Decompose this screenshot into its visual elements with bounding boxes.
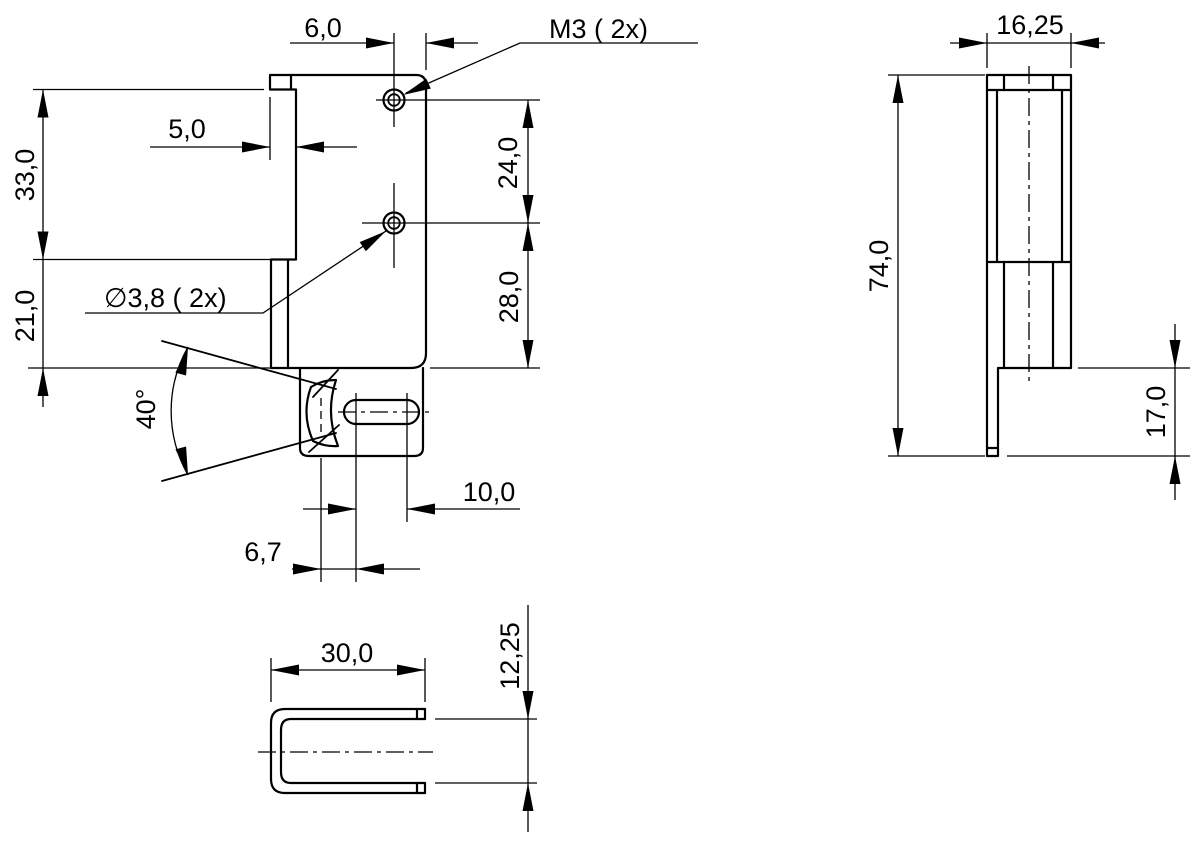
dim-label-6-0: 6,0 [304, 13, 342, 43]
dim-label-5-0: 5,0 [168, 114, 206, 144]
arrowhead [359, 226, 390, 252]
arrowhead [1071, 37, 1099, 49]
beam-lines [161, 340, 337, 482]
arrowhead [356, 563, 384, 575]
arrowhead [175, 345, 194, 376]
thread-callout-label: M3 ( 2x) [549, 14, 648, 44]
hole-dia-callout-leader [85, 230, 387, 314]
arrowhead [522, 340, 534, 368]
arrowhead [522, 195, 534, 223]
bottom-view: 30,0 12,25 [258, 605, 537, 832]
arrowhead [522, 691, 534, 719]
arrowhead [426, 37, 454, 49]
dim-label-28-0: 28,0 [494, 271, 524, 324]
arrowhead [1169, 340, 1181, 368]
arrowhead [175, 446, 194, 477]
arrowhead [892, 428, 904, 456]
dim-label-21-0: 21,0 [10, 290, 40, 343]
arrowhead [522, 100, 534, 128]
bottom-outer-profile [269, 707, 427, 795]
front-body-outline [268, 73, 428, 370]
dim-label-12-25: 12,25 [495, 622, 525, 690]
arrowhead [242, 141, 270, 153]
arrowhead [522, 783, 534, 811]
front-view: 6,0 M3 ( 2x) 5,0 33,0 21,0 24,0 28,0 ∅3,… [10, 13, 698, 582]
arrowhead [397, 664, 425, 676]
arrowhead [271, 664, 299, 676]
bottom-arm-end-caps [415, 707, 427, 795]
bottom-extension-lines [270, 605, 537, 832]
dim-label-17-0: 17,0 [1141, 386, 1171, 439]
sensing-foot [298, 366, 425, 458]
arrowhead [37, 231, 49, 260]
dim-label-24-0: 24,0 [493, 137, 523, 190]
dim-label-33-0: 33,0 [10, 149, 40, 202]
arrowhead [296, 141, 324, 153]
bottom-inner-profile [279, 717, 427, 785]
arrowhead [959, 37, 987, 49]
arrowhead [407, 503, 435, 515]
dim-label-30-0: 30,0 [321, 638, 374, 668]
hole-dia-callout-label: ∅3,8 ( 2x) [104, 283, 227, 313]
arrowhead [37, 368, 49, 396]
dim-label-16-25: 16,25 [996, 10, 1064, 40]
dim-label-10-0: 10,0 [463, 477, 516, 507]
arrowhead [293, 563, 321, 575]
arrowhead [366, 37, 394, 49]
dim-label-6-7: 6,7 [244, 537, 282, 567]
dim-label-40deg: 40° [131, 389, 161, 430]
arrowhead [1169, 456, 1181, 484]
side-extension-lines [888, 33, 1190, 500]
dim-label-74-0: 74,0 [864, 240, 894, 293]
arrowhead [328, 503, 356, 515]
arrowhead [892, 75, 904, 103]
arrowhead [37, 89, 49, 118]
arrowhead [522, 223, 534, 251]
thread-callout-leader [405, 42, 698, 94]
lens-axis-ticks [308, 369, 340, 453]
side-body-outline [985, 73, 1073, 458]
side-view: 16,25 74,0 17,0 [864, 10, 1190, 500]
